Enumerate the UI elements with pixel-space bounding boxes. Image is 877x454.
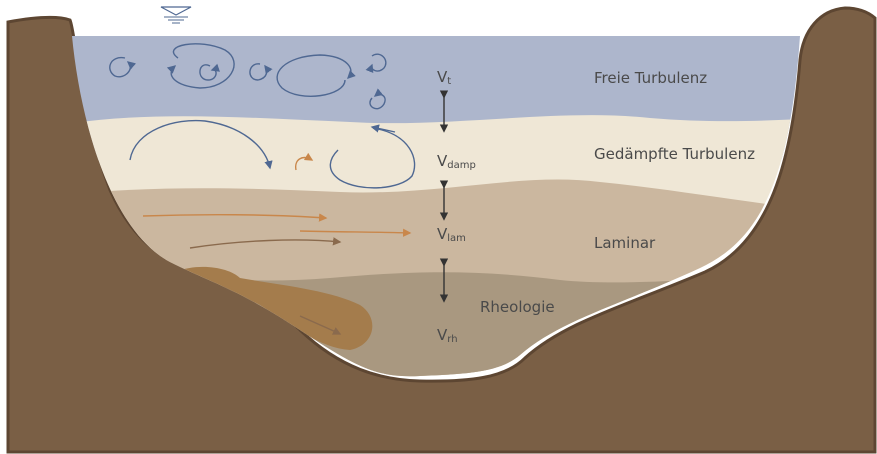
zone-label-laminar: Laminar <box>594 234 655 252</box>
zone-label-rheology: Rheologie <box>480 298 555 316</box>
zone-label-free-turbulence: Freie Turbulenz <box>594 69 707 87</box>
velocity-label-rheology: Vrh <box>437 326 458 345</box>
velocity-label-free: Vt <box>437 68 451 87</box>
zone-label-damped-turbulence: Gedämpfte Turbulenz <box>594 145 755 163</box>
velocity-label-laminar: Vlam <box>437 225 466 244</box>
velocity-label-damped: Vdamp <box>437 152 476 171</box>
